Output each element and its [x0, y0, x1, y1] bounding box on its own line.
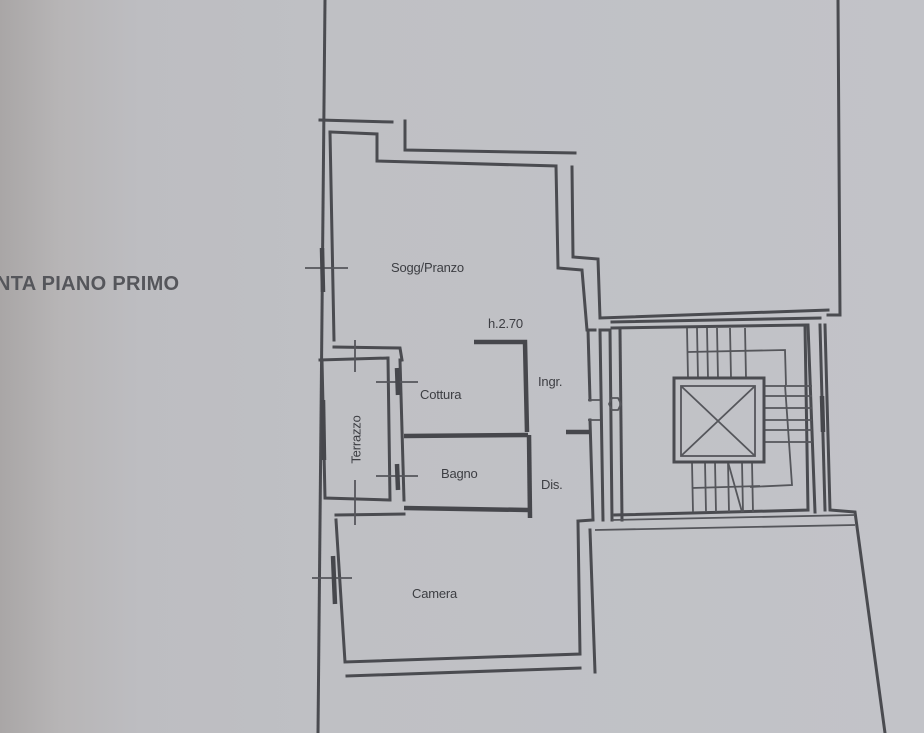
ceiling-height-label: h.2.70	[488, 316, 523, 331]
room-label-terrazzo: Terrazzo	[348, 415, 364, 464]
window-marks	[305, 247, 600, 605]
room-label-camera: Camera	[412, 586, 458, 601]
room-label-ingresso: Ingr.	[538, 374, 563, 389]
apartment-walls	[318, 118, 830, 523]
elevator-icon	[672, 376, 766, 464]
drawing-title: NTA PIANO PRIMO	[0, 273, 180, 295]
room-label-soggiorno: Sogg/Pranzo	[391, 260, 464, 275]
intercom-icon	[607, 397, 623, 411]
interior-walls	[334, 339, 597, 678]
room-label-disimpegno: Dis.	[541, 477, 563, 492]
stairwell	[594, 316, 856, 531]
room-label-bagno: Bagno	[441, 466, 478, 481]
room-label-cottura: Cottura	[420, 387, 462, 402]
